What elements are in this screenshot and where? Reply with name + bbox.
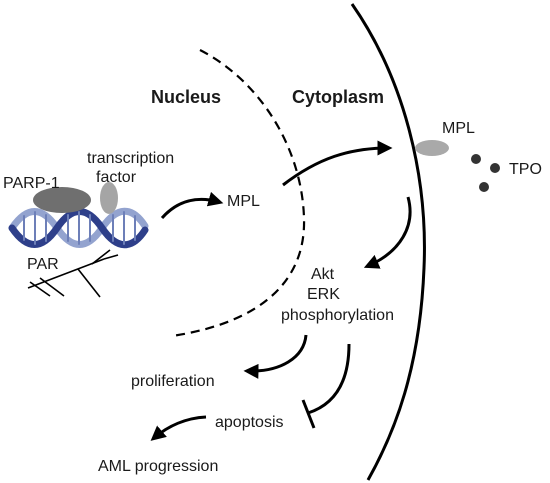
parp1-label: PARP-1 bbox=[3, 175, 60, 192]
cytoplasm-label: Cytoplasm bbox=[292, 87, 384, 107]
tpo-ligand-icon bbox=[471, 154, 500, 192]
arrow-transcription-to-mpl bbox=[160, 191, 224, 220]
apoptosis-label: apoptosis bbox=[215, 414, 284, 431]
arrow-to-proliferation bbox=[243, 334, 308, 379]
tpo-label: TPO bbox=[509, 161, 542, 178]
nuclear-envelope bbox=[171, 49, 306, 338]
mpl-receptor-icon bbox=[415, 140, 449, 156]
par-chain-icon bbox=[27, 249, 119, 298]
transcription-factor-label-line1: transcription bbox=[87, 150, 174, 167]
arrow-mpl-to-membrane bbox=[282, 140, 393, 187]
akt-label: Akt bbox=[311, 266, 335, 283]
arrow-to-aml-progression bbox=[150, 415, 207, 441]
parp1-protein-icon bbox=[33, 187, 91, 213]
mpl-nucleus-label: MPL bbox=[227, 193, 260, 210]
transcription-factor-label-line2: factor bbox=[96, 169, 137, 186]
phosphorylation-label: phosphorylation bbox=[281, 307, 394, 324]
par-label: PAR bbox=[27, 256, 59, 273]
dna-helix-icon bbox=[8, 207, 149, 249]
nucleus-label: Nucleus bbox=[151, 87, 221, 107]
mpl-membrane-label: MPL bbox=[442, 120, 475, 137]
transcription-factor-icon bbox=[100, 182, 118, 214]
inhibition-bar bbox=[301, 399, 316, 429]
aml-progression-label: AML progression bbox=[98, 458, 218, 475]
proliferation-label: proliferation bbox=[131, 373, 215, 390]
cell-membrane bbox=[350, 3, 426, 481]
arrow-receptor-to-signaling bbox=[363, 196, 412, 269]
inhibition-of-apoptosis bbox=[307, 343, 351, 415]
erk-label: ERK bbox=[307, 286, 340, 303]
